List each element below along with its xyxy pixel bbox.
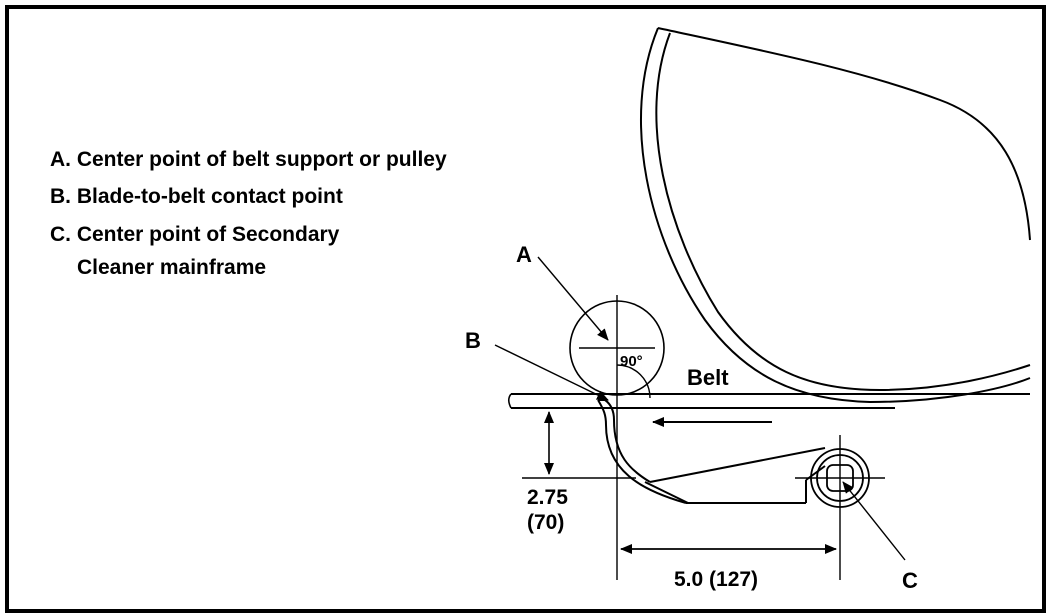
label-b: B <box>465 328 481 353</box>
label-height-mm: (70) <box>527 511 564 534</box>
diagram-frame <box>5 5 1046 613</box>
belt-support-circle <box>569 295 665 580</box>
label-belt: Belt <box>687 365 729 390</box>
legend-item-b: B. Blade-to-belt contact point <box>50 185 343 208</box>
legend-item-c-line1: C. Center point of Secondary <box>50 223 340 246</box>
label-a: A <box>516 242 532 267</box>
leader-lines <box>494 256 906 561</box>
legend-item-a: A. Center point of belt support or pulle… <box>50 148 447 171</box>
head-pulley <box>640 27 1031 404</box>
cleaner-blade-arm <box>597 399 826 504</box>
label-angle: 90° <box>620 353 643 370</box>
legend-item-c-line2: Cleaner mainframe <box>77 256 267 279</box>
label-height-in: 2.75 <box>527 486 568 509</box>
mainframe-tube <box>795 435 885 580</box>
label-width: 5.0 (127) <box>674 568 758 591</box>
height-dimension <box>522 411 636 479</box>
label-c: C <box>902 568 918 593</box>
